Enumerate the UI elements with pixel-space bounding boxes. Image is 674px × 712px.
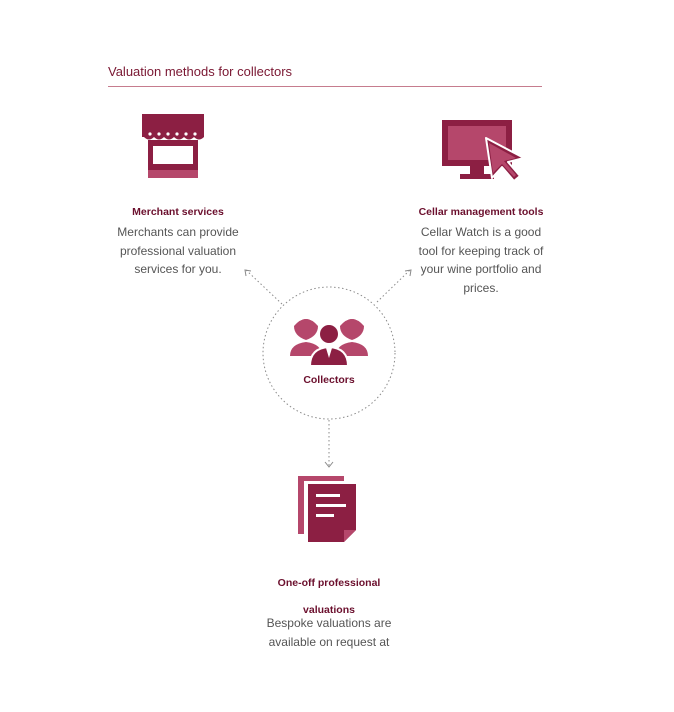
documents-icon <box>298 476 356 542</box>
title-divider <box>108 86 542 87</box>
connector-cellar <box>376 269 411 303</box>
connector-merchant <box>245 269 283 305</box>
merchant-description: Merchants can provide professional valua… <box>117 225 239 276</box>
merchant-heading: Merchant services <box>132 206 224 218</box>
professional-description: Bespoke valuations are available on requ… <box>266 616 392 649</box>
page-title: Valuation methods for collectors <box>108 64 293 79</box>
collectors-label: Collectors <box>303 374 355 386</box>
arrow-head-cellar <box>404 269 412 277</box>
people-group-icon <box>290 319 368 367</box>
shop-awning-icon <box>142 114 204 178</box>
monitor-cursor-icon <box>442 120 525 182</box>
cellar-heading: Cellar management tools <box>418 206 544 218</box>
arrow-head-merchant <box>244 269 252 277</box>
arrow-head-professional <box>324 461 334 468</box>
professional-heading: One-off professional valuations <box>277 577 381 616</box>
collectors-circle <box>262 286 396 420</box>
cellar-description: Cellar Watch is a good tool for keeping … <box>418 225 544 295</box>
